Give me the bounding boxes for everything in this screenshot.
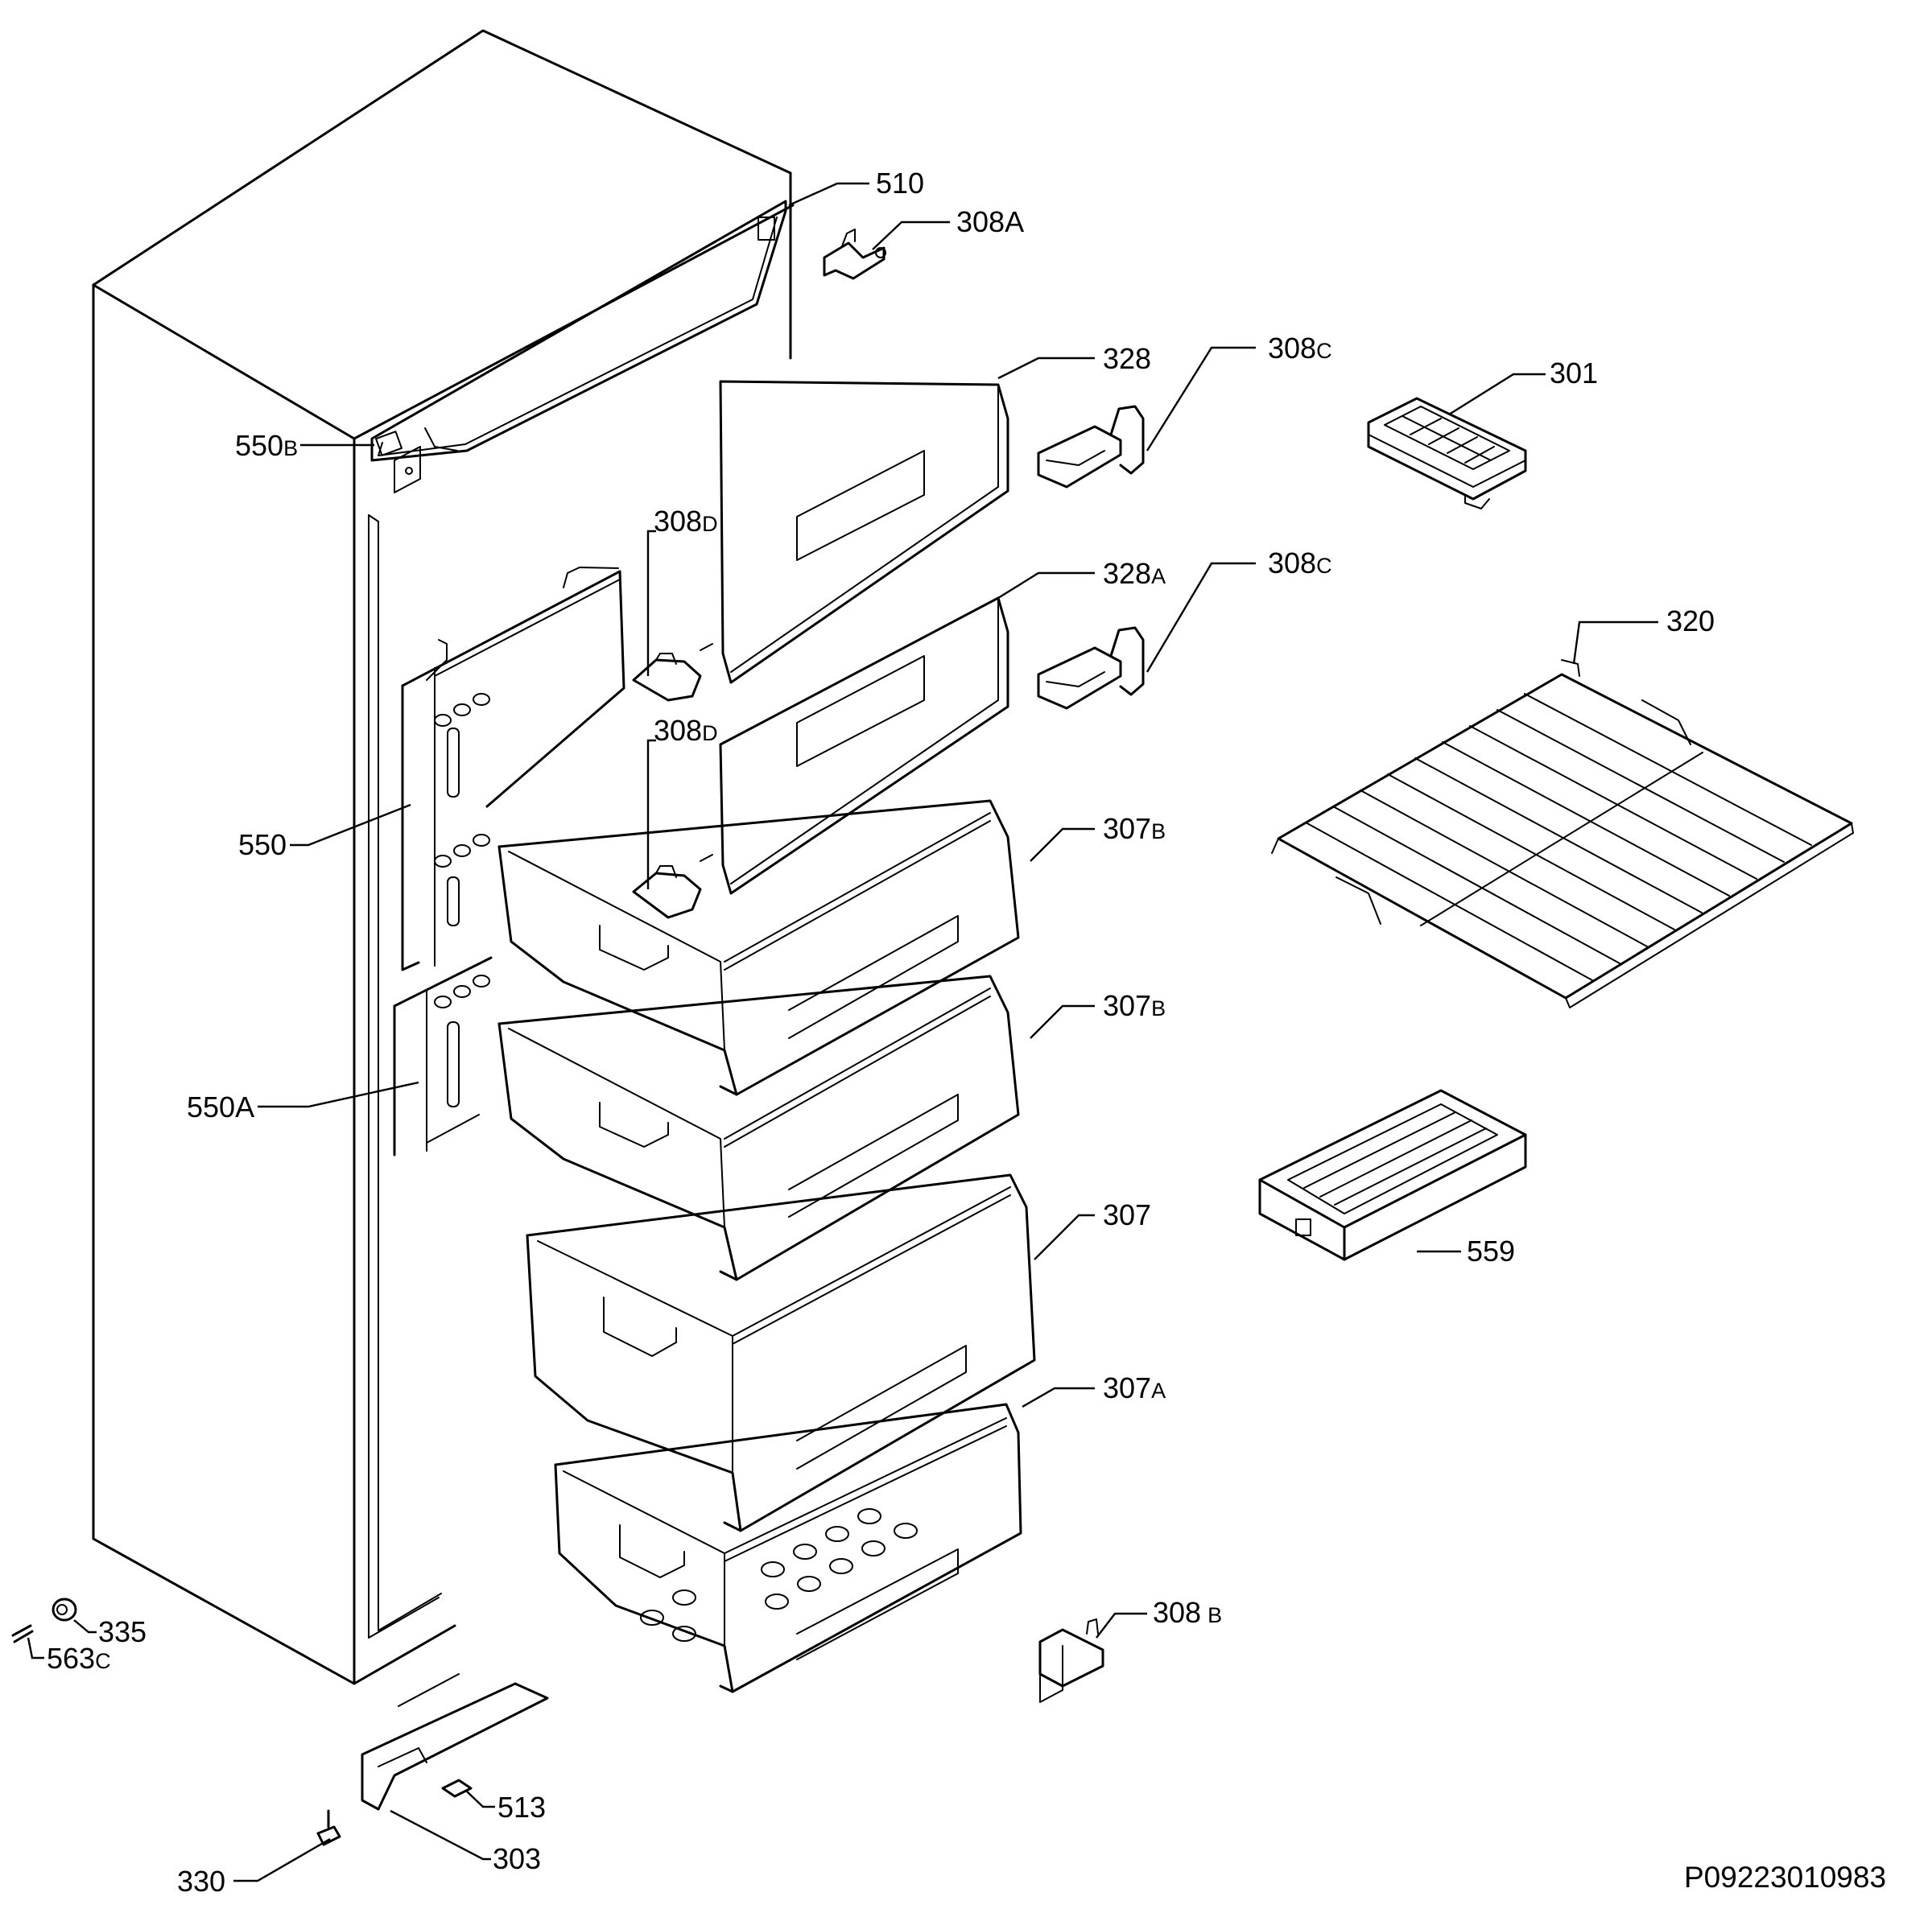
- drawer-307b-upper: [497, 799, 1020, 1096]
- wire-shelf-320: [1271, 659, 1854, 1008]
- ice-tray-301: [1367, 397, 1527, 509]
- drawer-307a: [554, 1403, 1022, 1693]
- cabinet-body: [92, 29, 795, 1685]
- label-301: 301: [1550, 357, 1598, 390]
- label-303: 303: [493, 1842, 541, 1875]
- callout-labels: 510 308A 328 308C 301 550B 308D 328A 308…: [47, 167, 1715, 1898]
- label-307a: 307A: [1103, 1371, 1166, 1404]
- top-rail-510: [370, 200, 787, 462]
- leader-lines: [27, 182, 1658, 1882]
- label-307: 307: [1103, 1198, 1151, 1231]
- label-328a: 328A: [1103, 557, 1166, 590]
- hinge-308c-lower: [1037, 626, 1145, 710]
- label-328: 328: [1103, 342, 1151, 375]
- small-parts-335-563c: [11, 1598, 77, 1643]
- label-559: 559: [1467, 1235, 1515, 1268]
- label-513: 513: [497, 1791, 546, 1824]
- bracket-550b: [394, 446, 421, 493]
- label-308d-lower: 308D: [654, 714, 718, 747]
- drawing-reference-number: P09223010983: [1684, 1861, 1886, 1894]
- hinge-308d-upper: [632, 643, 713, 702]
- evaporator-panel-550a: [393, 956, 493, 1157]
- label-320: 320: [1666, 604, 1715, 637]
- label-510: 510: [876, 167, 924, 200]
- tray-559: [1258, 1089, 1527, 1261]
- hinge-308a: [823, 229, 886, 280]
- label-308d-upper: 308D: [654, 505, 718, 538]
- label-308c-upper: 308C: [1268, 332, 1332, 365]
- drawer-307: [526, 1173, 1036, 1532]
- flap-328a: [719, 596, 1009, 895]
- label-550: 550: [238, 828, 287, 861]
- flap-328: [719, 380, 1009, 684]
- label-308a: 308A: [956, 205, 1024, 238]
- hinge-308c-upper: [1037, 405, 1145, 489]
- label-563c: 563C: [47, 1642, 111, 1675]
- screw-330: [316, 1809, 341, 1846]
- hinge-308b: [1038, 1618, 1104, 1703]
- drawer-307b-lower: [497, 975, 1020, 1281]
- label-307b-upper: 307B: [1103, 812, 1166, 845]
- label-330: 330: [177, 1865, 225, 1898]
- label-550b: 550B: [235, 429, 298, 462]
- hinge-308d-lower: [632, 854, 713, 919]
- label-307b-lower: 307B: [1103, 989, 1166, 1022]
- label-335: 335: [98, 1615, 147, 1648]
- label-308c-lower: 308C: [1268, 546, 1332, 579]
- kickplate-303: [361, 1673, 549, 1811]
- evaporator-panel-550: [401, 567, 625, 971]
- label-550a: 550A: [187, 1091, 254, 1124]
